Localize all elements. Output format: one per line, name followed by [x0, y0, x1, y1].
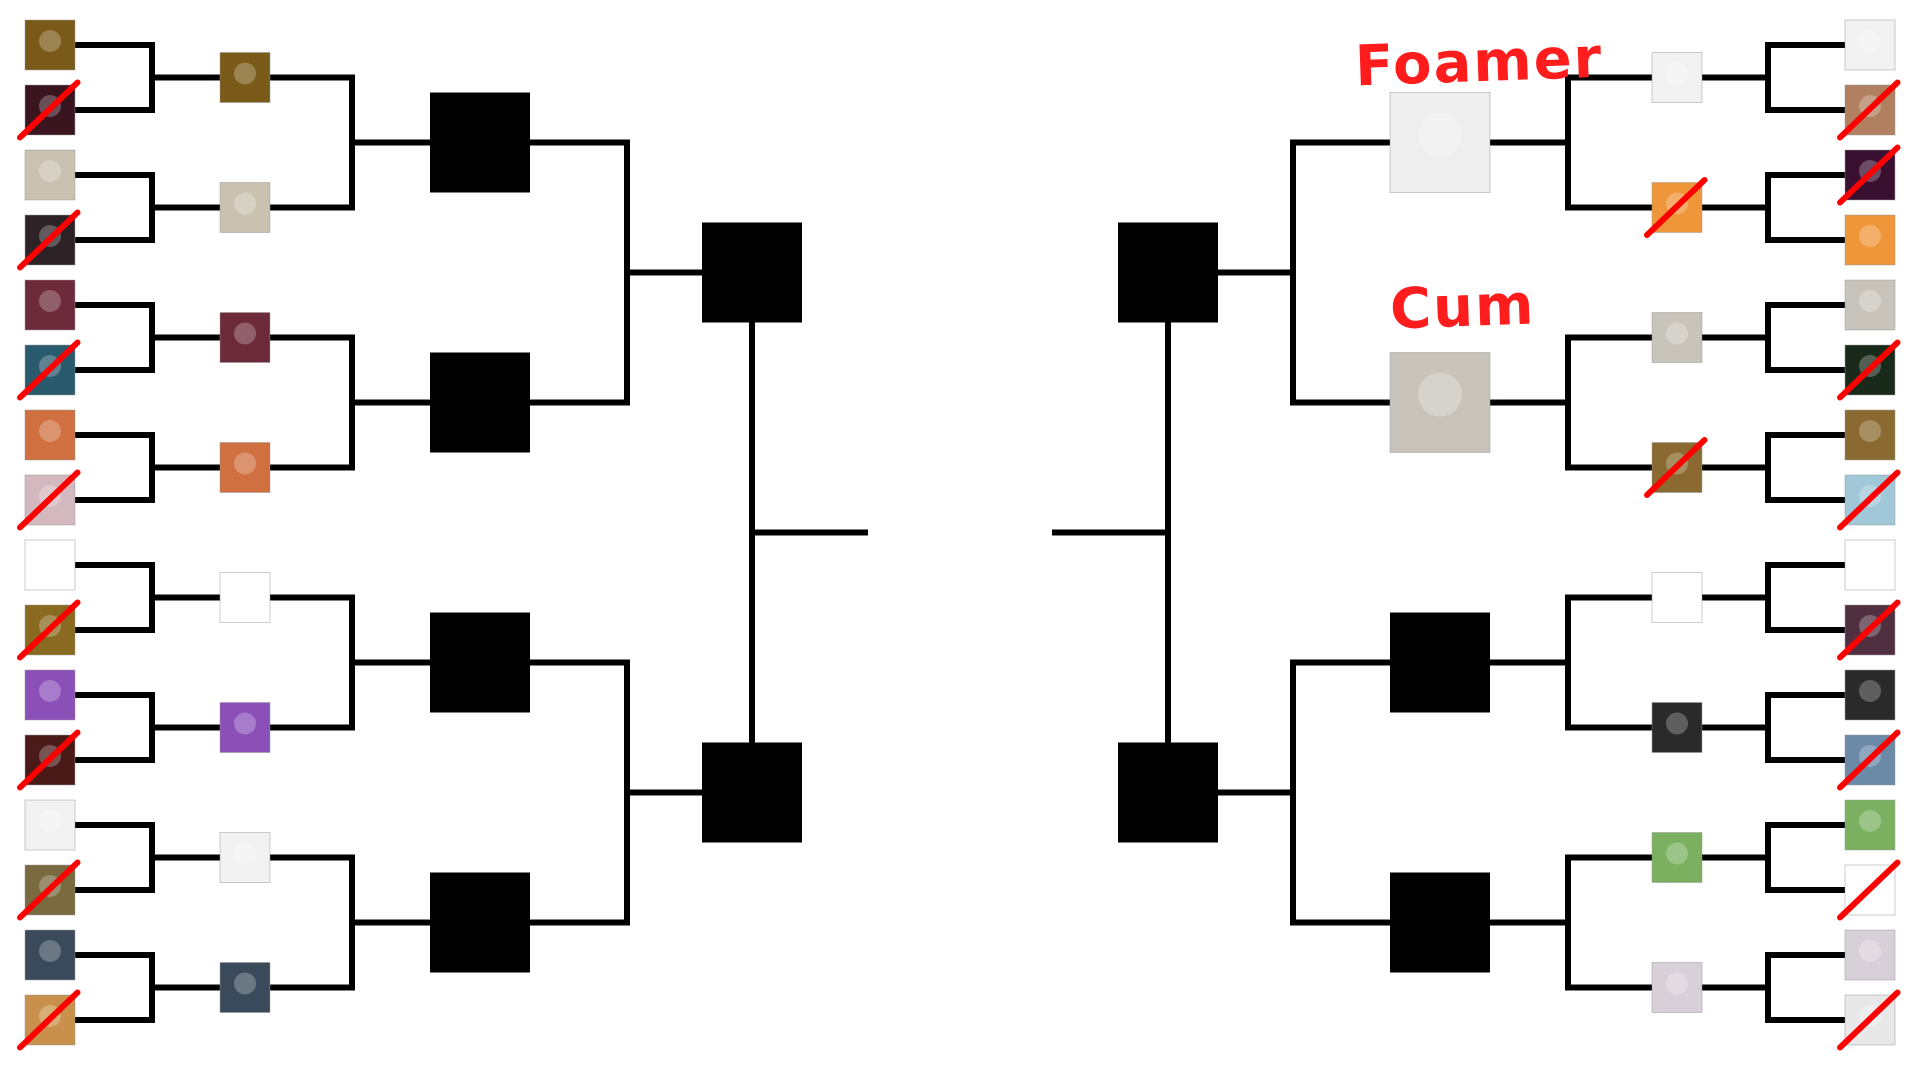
empty-slot-box — [430, 352, 530, 453]
elimination-cross — [1837, 859, 1901, 921]
elimination-cross — [1837, 989, 1901, 1051]
elimination-cross — [1644, 437, 1708, 498]
elimination-cross — [1837, 339, 1901, 401]
avatar-face-shape — [1666, 322, 1688, 345]
empty-slot-box — [430, 872, 530, 973]
orange-cat-avatar — [1844, 214, 1896, 266]
man-portrait-avatar — [24, 19, 76, 71]
avatar-face-shape — [1859, 420, 1881, 442]
avatar-face-shape — [39, 810, 61, 832]
sketch-man-avatar — [24, 799, 76, 851]
empty-slot-box — [1118, 222, 1218, 323]
anime-girl-horns-avatar — [24, 279, 76, 331]
elimination-cross — [17, 599, 81, 661]
elimination-cross — [1837, 144, 1901, 206]
elimination-cross — [1837, 729, 1901, 791]
smiling-block-avatar — [1651, 832, 1703, 883]
avatar-face-shape — [39, 290, 61, 312]
avatar-face-shape — [1859, 225, 1881, 247]
avatar-face-shape — [1859, 810, 1881, 832]
panda-flag-glasses-avatar — [24, 539, 76, 591]
elimination-cross — [1837, 599, 1901, 661]
elimination-cross — [17, 859, 81, 921]
man-portrait-avatar — [219, 52, 271, 103]
empty-slot-box — [1118, 742, 1218, 843]
empty-slot-box — [702, 742, 802, 843]
avatar-face-shape — [1859, 680, 1881, 702]
elimination-cross — [17, 209, 81, 271]
avatar-face-shape — [1418, 112, 1462, 157]
avatar-face-shape — [234, 62, 256, 85]
sketch-man-avatar — [219, 832, 271, 883]
purple-blob-avatar — [219, 702, 271, 753]
avatar-face-shape — [1859, 30, 1881, 52]
elimination-cross — [17, 729, 81, 791]
elimination-cross — [1837, 469, 1901, 531]
panda-flag-glasses-avatar — [219, 572, 271, 623]
ascii-cat-large-avatar — [1389, 92, 1491, 193]
cat-tuxedo-avatar — [1651, 312, 1703, 363]
laughing-man-avatar — [219, 182, 271, 233]
avatar-face-shape — [1859, 550, 1881, 572]
painting-avatar — [1844, 409, 1896, 461]
foamer-label: Foamer — [1353, 25, 1605, 100]
elimination-cross — [1837, 79, 1901, 141]
avatar-face-shape — [1666, 842, 1688, 865]
ascii-cat-avatar — [1651, 52, 1703, 103]
redhead-anime-avatar — [24, 409, 76, 461]
red-grin-face-avatar — [1651, 572, 1703, 623]
avatar-face-shape — [39, 420, 61, 442]
avatar-face-shape — [234, 192, 256, 215]
old-man-photo-avatar — [219, 962, 271, 1013]
avatar-face-shape — [234, 712, 256, 735]
smiling-block-avatar — [1844, 799, 1896, 851]
empty-slot-box — [702, 222, 802, 323]
cat-tuxedo-avatar — [1844, 279, 1896, 331]
avatar-face-shape — [1666, 712, 1688, 735]
elimination-cross — [17, 989, 81, 1051]
avatar-face-shape — [39, 550, 61, 572]
avatar-face-shape — [234, 582, 256, 605]
elimination-cross — [17, 79, 81, 141]
mouse-ears-girl-avatar — [1844, 929, 1896, 981]
old-man-photo-avatar — [24, 929, 76, 981]
cat-tuxedo-large-avatar — [1389, 352, 1491, 453]
redhead-anime-avatar — [219, 442, 271, 493]
avatar-face-shape — [1418, 372, 1462, 417]
ascii-cat-avatar — [1844, 19, 1896, 71]
empty-slot-box — [1390, 872, 1490, 973]
red-grin-face-avatar — [1844, 539, 1896, 591]
avatar-face-shape — [39, 160, 61, 182]
laughing-man-avatar — [24, 149, 76, 201]
elimination-cross — [1644, 177, 1708, 238]
anime-girl-horns-avatar — [219, 312, 271, 363]
comic-panel-avatar — [1651, 702, 1703, 753]
empty-slot-box — [1390, 612, 1490, 713]
avatar-face-shape — [1666, 582, 1688, 605]
elimination-cross — [17, 339, 81, 401]
avatar-face-shape — [39, 30, 61, 52]
avatar-face-shape — [39, 940, 61, 962]
purple-blob-avatar — [24, 669, 76, 721]
cum-label: Cum — [1388, 272, 1537, 343]
avatar-face-shape — [234, 842, 256, 865]
avatar-face-shape — [1859, 940, 1881, 962]
empty-slot-box — [430, 92, 530, 193]
avatar-face-shape — [1666, 62, 1688, 85]
comic-panel-avatar — [1844, 669, 1896, 721]
mouse-ears-girl-avatar — [1651, 962, 1703, 1013]
elimination-cross — [17, 469, 81, 531]
avatar-face-shape — [234, 452, 256, 475]
empty-slot-box — [430, 612, 530, 713]
avatar-face-shape — [1859, 290, 1881, 312]
avatar-face-shape — [39, 680, 61, 702]
avatar-face-shape — [234, 972, 256, 995]
avatar-face-shape — [1666, 972, 1688, 995]
avatar-face-shape — [234, 322, 256, 345]
